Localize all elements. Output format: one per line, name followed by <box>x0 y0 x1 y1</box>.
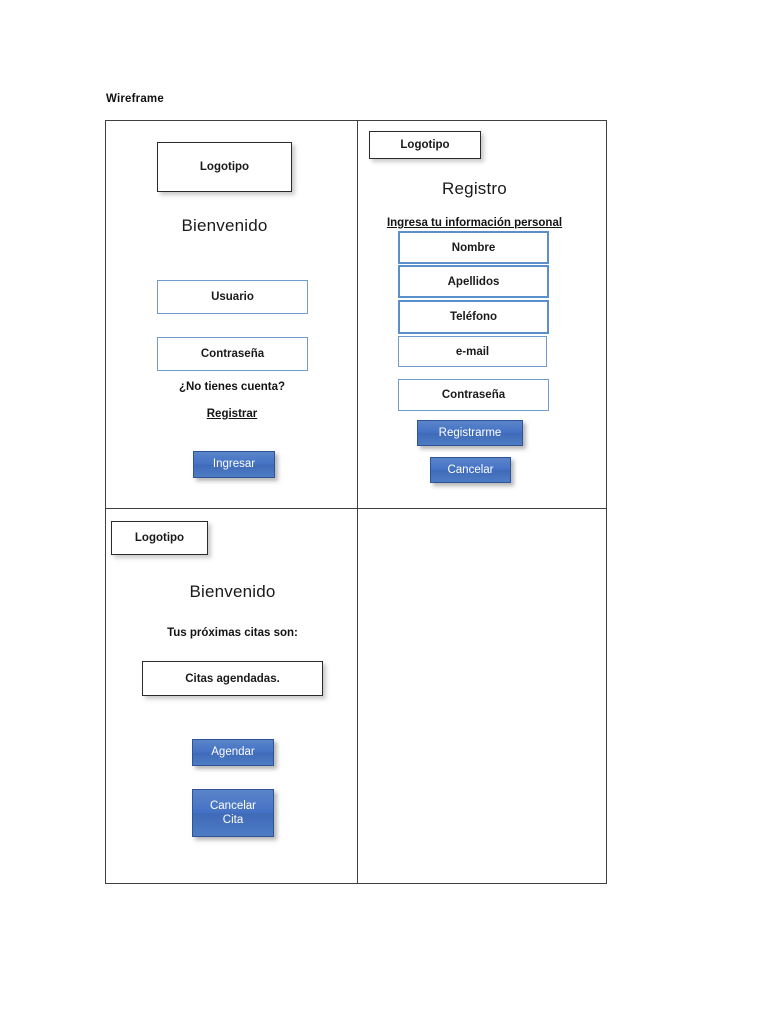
login-heading: Bienvenido <box>181 216 268 235</box>
register-link[interactable]: Registrar <box>206 408 258 420</box>
nombre-input[interactable]: Nombre <box>398 231 549 264</box>
login-logo-box: Logotipo <box>157 142 292 192</box>
registro-logo-box: Logotipo <box>369 131 481 159</box>
username-input[interactable]: Usuario <box>157 280 308 314</box>
cancelar-cita-button[interactable]: Cancelar Cita <box>192 789 274 837</box>
horizontal-divider <box>105 508 607 509</box>
citas-heading: Bienvenido <box>189 582 276 601</box>
citas-logo-box: Logotipo <box>111 521 208 555</box>
page-title: Wireframe <box>106 93 164 105</box>
agendar-button[interactable]: Agendar <box>192 739 274 766</box>
password-input[interactable]: Contraseña <box>157 337 308 371</box>
vertical-divider <box>357 120 358 884</box>
registro-submit-button[interactable]: Registrarme <box>417 420 523 446</box>
citas-list-box[interactable]: Citas agendadas. <box>142 661 323 696</box>
registro-cancel-button[interactable]: Cancelar <box>430 457 511 483</box>
registro-instruction: Ingresa tu información personal <box>386 217 563 229</box>
panel-empty <box>359 510 605 882</box>
registro-heading: Registro <box>442 179 507 198</box>
telefono-input[interactable]: Teléfono <box>398 300 549 334</box>
email-input[interactable]: e-mail <box>398 336 547 367</box>
login-submit-button[interactable]: Ingresar <box>193 451 275 478</box>
apellidos-input[interactable]: Apellidos <box>398 265 549 298</box>
no-account-text: ¿No tienes cuenta? <box>178 381 286 393</box>
contrasena-input[interactable]: Contraseña <box>398 379 549 411</box>
citas-subtitle: Tus próximas citas son: <box>167 627 298 639</box>
